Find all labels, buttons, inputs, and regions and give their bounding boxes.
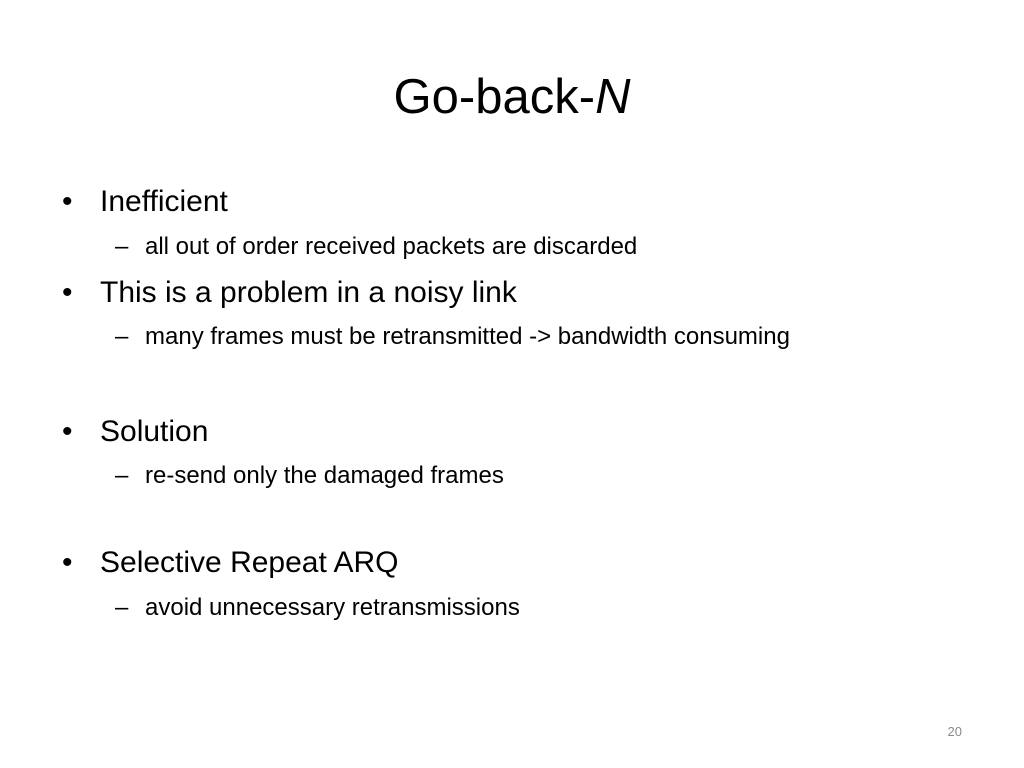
sub-bullet-item: –avoid unnecessary retransmissions [115,592,520,624]
bullet-text: This is a problem in a noisy link [100,276,517,309]
bullet-item: • Solution [62,412,208,452]
sub-bullet-text: many frames must be retransmitted -> ban… [145,323,790,350]
bullet-text: Selective Repeat ARQ [100,546,399,579]
sub-bullet-text: all out of order received packets are di… [145,233,638,260]
sub-bullet-text: re-send only the damaged frames [145,462,504,489]
bullet-text: Solution [100,415,209,448]
slide-title-text: Go-back- [393,70,596,124]
bullet-marker: • [62,546,73,579]
slide-title: Go-back-N [0,62,1024,132]
slide-title-italic-n: N [595,70,631,124]
bullet-marker: • [62,276,73,309]
sub-bullet-marker: – [115,462,129,489]
page-number: 20 [947,724,962,739]
sub-bullet-item: –re-send only the damaged frames [115,460,504,492]
sub-bullet-marker: – [115,323,129,350]
bullet-marker: • [62,185,73,218]
bullet-item: • This is a problem in a noisy link [62,273,517,313]
bullet-marker: • [62,415,73,448]
sub-bullet-item: –all out of order received packets are d… [115,231,637,263]
sub-bullet-marker: – [115,233,129,260]
bullet-text: Inefficient [100,185,228,218]
sub-bullet-marker: – [115,594,129,621]
sub-bullet-text: avoid unnecessary retransmissions [145,594,520,621]
bullet-item: • Inefficient [62,182,228,222]
sub-bullet-item: –many frames must be retransmitted -> ba… [115,321,790,353]
bullet-item: • Selective Repeat ARQ [62,543,399,583]
